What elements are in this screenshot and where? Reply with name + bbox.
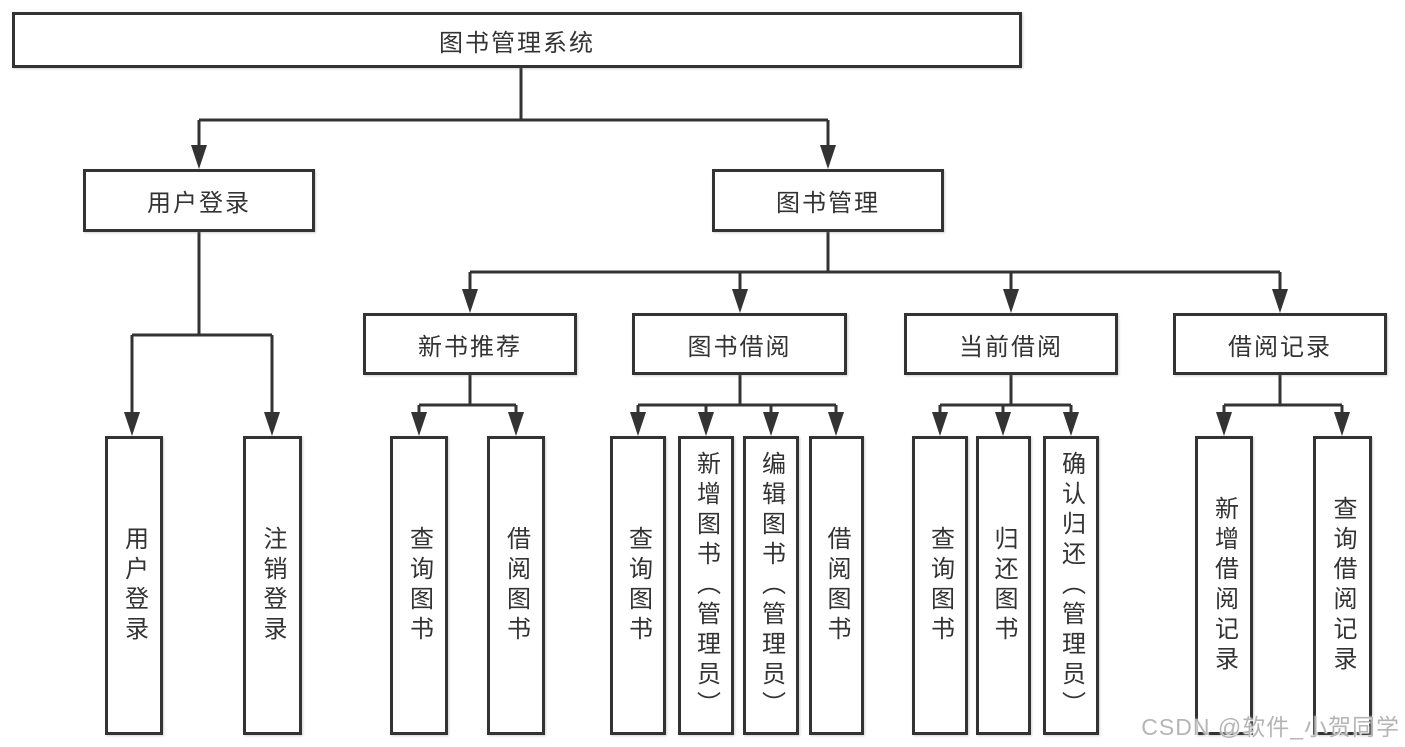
leaf-query-borrow-record: 查询借阅记录 [1313,436,1372,735]
leaf-query-books-recommend: 查询图书 [390,436,448,735]
node-root: 图书管理系统 [12,12,1022,68]
node-borrow-records: 借阅记录 [1173,313,1387,375]
leaf-confirm-return-admin: 确认归还（管理员） [1043,436,1099,735]
leaf-edit-book-admin: 编辑图书（管理员） [743,436,799,735]
node-new-book-recommend: 新书推荐 [363,313,577,375]
leaf-add-borrow-record: 新增借阅记录 [1195,436,1253,735]
leaf-borrow-books-recommend: 借阅图书 [487,436,545,735]
leaf-logout: 注销登录 [243,436,302,735]
leaf-user-login: 用户登录 [105,436,163,735]
leaf-borrow-books: 借阅图书 [809,436,864,735]
node-user-login: 用户登录 [83,169,315,232]
leaf-query-books-borrow: 查询图书 [610,436,666,735]
csdn-watermark: CSDN @软件_小贺同学 [1141,714,1400,740]
node-current-borrow: 当前借阅 [904,313,1118,375]
leaf-query-books-current: 查询图书 [912,436,968,735]
leaf-add-book-admin: 新增图书（管理员） [678,436,734,735]
leaf-return-book: 归还图书 [976,436,1031,735]
node-book-borrow: 图书借阅 [632,313,847,375]
node-book-mgmt: 图书管理 [712,169,944,232]
